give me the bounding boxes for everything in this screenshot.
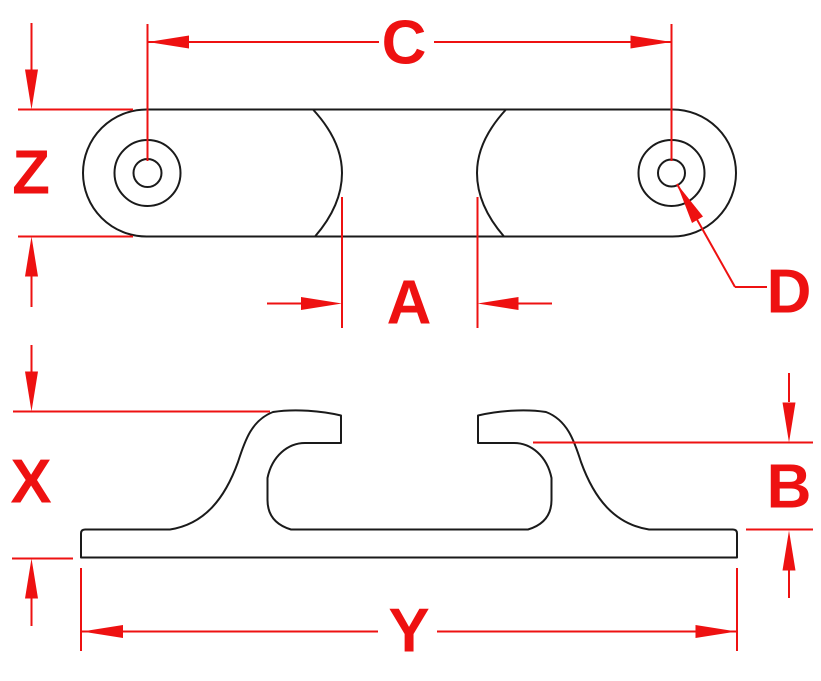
dim-b-arrowhead-bottom — [782, 530, 796, 571]
dimension-c: C — [146, 9, 673, 161]
plan-view-obround-outline — [82, 108, 737, 238]
dimension-a: A — [267, 197, 552, 338]
dimension-x: X — [10, 345, 270, 626]
dim-d-label: D — [767, 258, 812, 327]
dimension-z: Z — [12, 23, 133, 307]
dim-c-arrowhead-right — [630, 35, 672, 49]
dim-x-label: X — [10, 448, 51, 517]
dim-y-label: Y — [388, 597, 429, 666]
dim-c-arrowhead-left — [148, 35, 189, 49]
side-view-profile-outline — [80, 409, 738, 559]
dimension-y: Y — [80, 568, 738, 666]
dim-b-arrowhead-top — [782, 402, 796, 443]
dimension-d: D — [676, 183, 812, 327]
dim-x-arrowhead-top — [25, 371, 38, 412]
dim-c-label: C — [382, 9, 427, 78]
dim-z-label: Z — [12, 139, 50, 208]
plan-right-saddle-arc — [476, 108, 507, 238]
plan-left-hole-circle — [132, 158, 163, 188]
dim-d-leader-line — [676, 183, 736, 288]
plan-right-hole-circle — [657, 158, 686, 188]
plan-left-saddle-arc — [312, 108, 343, 238]
dim-z-arrowhead-top — [25, 69, 38, 110]
dim-y-arrowhead-right — [695, 625, 737, 638]
dim-b-label: B — [767, 453, 812, 522]
part-outline-layer — [80, 108, 738, 559]
dim-a-label: A — [387, 269, 432, 338]
dim-z-arrowhead-bottom — [25, 236, 38, 277]
dimension-b: B — [533, 373, 813, 598]
dim-a-arrowhead-left — [301, 297, 342, 310]
dim-x-arrowhead-bottom — [25, 558, 38, 599]
dim-a-arrowhead-right — [477, 297, 519, 310]
dimension-layer: C Z A — [10, 9, 813, 666]
